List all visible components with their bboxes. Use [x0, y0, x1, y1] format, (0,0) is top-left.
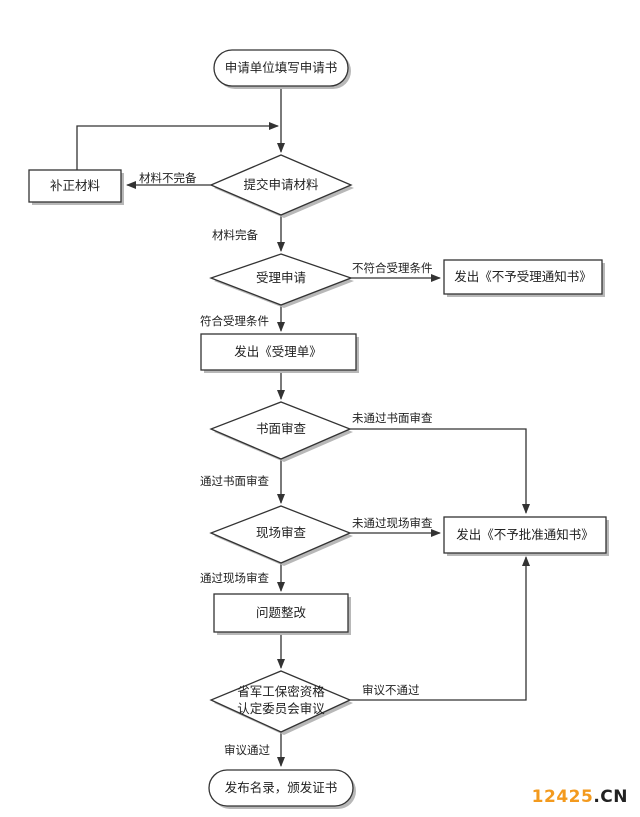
node-supplement: 补正材料 — [28, 169, 124, 205]
edge-label-site-pass: 通过现场审查 — [200, 571, 269, 585]
node-doc-review: 书面审查 — [209, 401, 353, 462]
edge-label-review-pass: 审议通过 — [224, 743, 270, 757]
edge-label-doc-fail: 未通过书面审查 — [352, 411, 433, 425]
edge-supplement-loop — [76, 122, 279, 170]
edge-label-review-fail: 审议不通过 — [362, 683, 420, 697]
watermark: 12425.CN — [532, 787, 628, 807]
node-accept: 受理申请 — [209, 253, 354, 308]
edge-doc-deny — [350, 428, 530, 514]
node-deny-notice-label: 发出《不予批准通知书》 — [456, 527, 594, 542]
edge-label-not-qualified: 不符合受理条件 — [352, 261, 433, 275]
node-submit-label: 提交申请材料 — [243, 177, 319, 192]
node-rectify: 问题整改 — [213, 593, 351, 635]
node-committee-label-2: 认定委员会审议 — [237, 701, 325, 716]
watermark-number: 12425 — [531, 787, 594, 807]
edge-label-doc-pass: 通过书面审查 — [200, 474, 269, 488]
node-site-review-label: 现场审查 — [256, 525, 307, 540]
edge-committee-deny — [350, 556, 530, 701]
node-rectify-label: 问题整改 — [256, 605, 307, 620]
node-reject-notice-label: 发出《不予受理通知书》 — [454, 269, 592, 284]
watermark-domain: .CN — [593, 787, 628, 807]
node-accept-form: 发出《受理单》 — [200, 333, 359, 373]
node-accept-label: 受理申请 — [256, 270, 306, 285]
node-committee: 省军工保密资格 认定委员会审议 — [209, 670, 353, 735]
node-site-review: 现场审查 — [209, 505, 353, 566]
edge-label-incomplete: 材料不完备 — [139, 171, 197, 185]
node-start-label: 申请单位填写申请书 — [225, 60, 338, 75]
node-publish-label: 发布名录，颁发证书 — [225, 780, 338, 795]
node-submit: 提交申请材料 — [209, 154, 354, 218]
edge-labels: 材料不完备 材料完备 不符合受理条件 符合受理条件 未通过书面审查 通过书面审查… — [139, 171, 433, 757]
edge-label-complete: 材料完备 — [212, 228, 258, 242]
node-supplement-label: 补正材料 — [50, 178, 101, 193]
node-deny-notice: 发出《不予批准通知书》 — [443, 516, 609, 556]
node-committee-label-1: 省军工保密资格 — [237, 684, 325, 699]
edge-label-site-fail: 未通过现场审查 — [352, 516, 433, 530]
connectors — [76, 88, 530, 767]
node-start: 申请单位填写申请书 — [213, 49, 351, 89]
node-reject-notice: 发出《不予受理通知书》 — [443, 259, 605, 297]
edge-label-qualified: 符合受理条件 — [200, 314, 269, 328]
node-doc-review-label: 书面审查 — [256, 421, 307, 436]
node-publish: 发布名录，颁发证书 — [208, 769, 356, 809]
node-accept-form-label: 发出《受理单》 — [234, 344, 322, 359]
